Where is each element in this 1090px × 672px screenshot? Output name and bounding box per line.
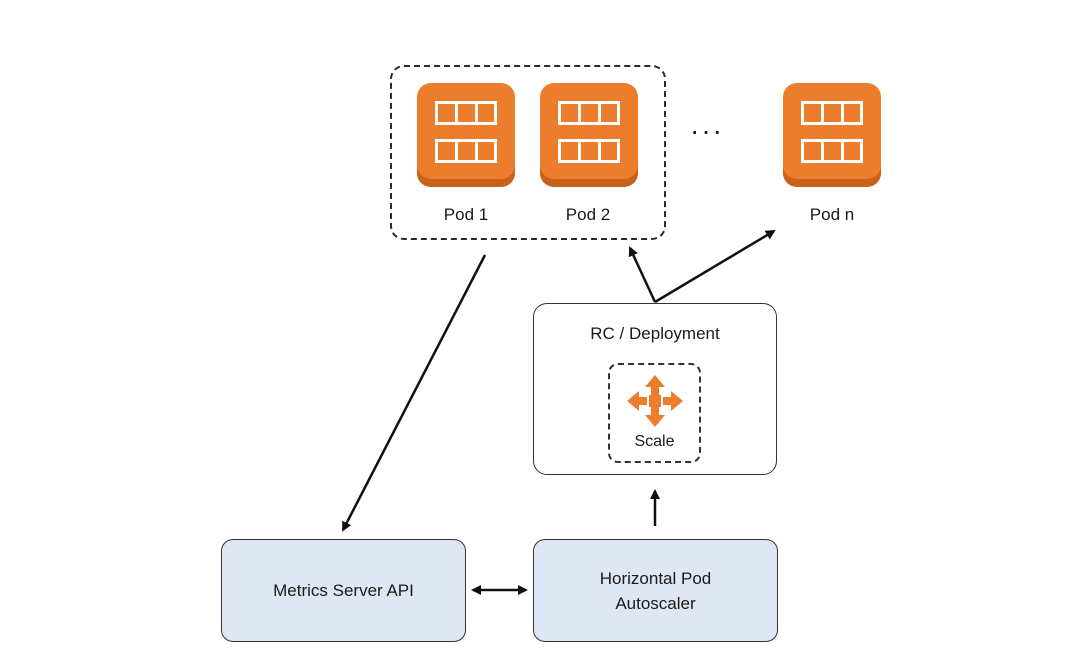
- metrics-server-api-box: Metrics Server API: [221, 539, 466, 642]
- pod-n-label: Pod n: [809, 205, 855, 224]
- arrow-rc-to-pod-n: [654, 229, 776, 304]
- rc-deployment-box: RC / Deployment Scale: [533, 303, 777, 475]
- pod-group-boundary: [390, 65, 666, 240]
- pod-2: [540, 83, 638, 187]
- container-grid-icon: [540, 83, 638, 187]
- pod-2-label: Pod 2: [565, 205, 611, 224]
- container-grid-icon: [417, 83, 515, 187]
- container-grid-icon: [783, 83, 881, 187]
- pod-1: [417, 83, 515, 187]
- pod-1-label: Pod 1: [443, 205, 489, 224]
- hpa-label-line1: Horizontal Pod: [599, 568, 712, 588]
- scale-label: Scale: [634, 433, 675, 450]
- metrics-server-api-label: Metrics Server API: [273, 581, 414, 600]
- scale-arrows-icon: [627, 375, 683, 427]
- pod-n: [783, 83, 881, 187]
- hpa-label-line2: Autoscaler: [615, 593, 696, 613]
- ellipsis: ···: [690, 115, 724, 146]
- horizontal-pod-autoscaler-box: Horizontal Pod Autoscaler: [533, 539, 778, 642]
- scale-box: Scale: [608, 363, 701, 463]
- rc-deployment-title: RC / Deployment: [590, 324, 720, 343]
- arrow-pods-to-metrics: [341, 254, 487, 532]
- arrow-rc-to-pod-group: [628, 246, 657, 303]
